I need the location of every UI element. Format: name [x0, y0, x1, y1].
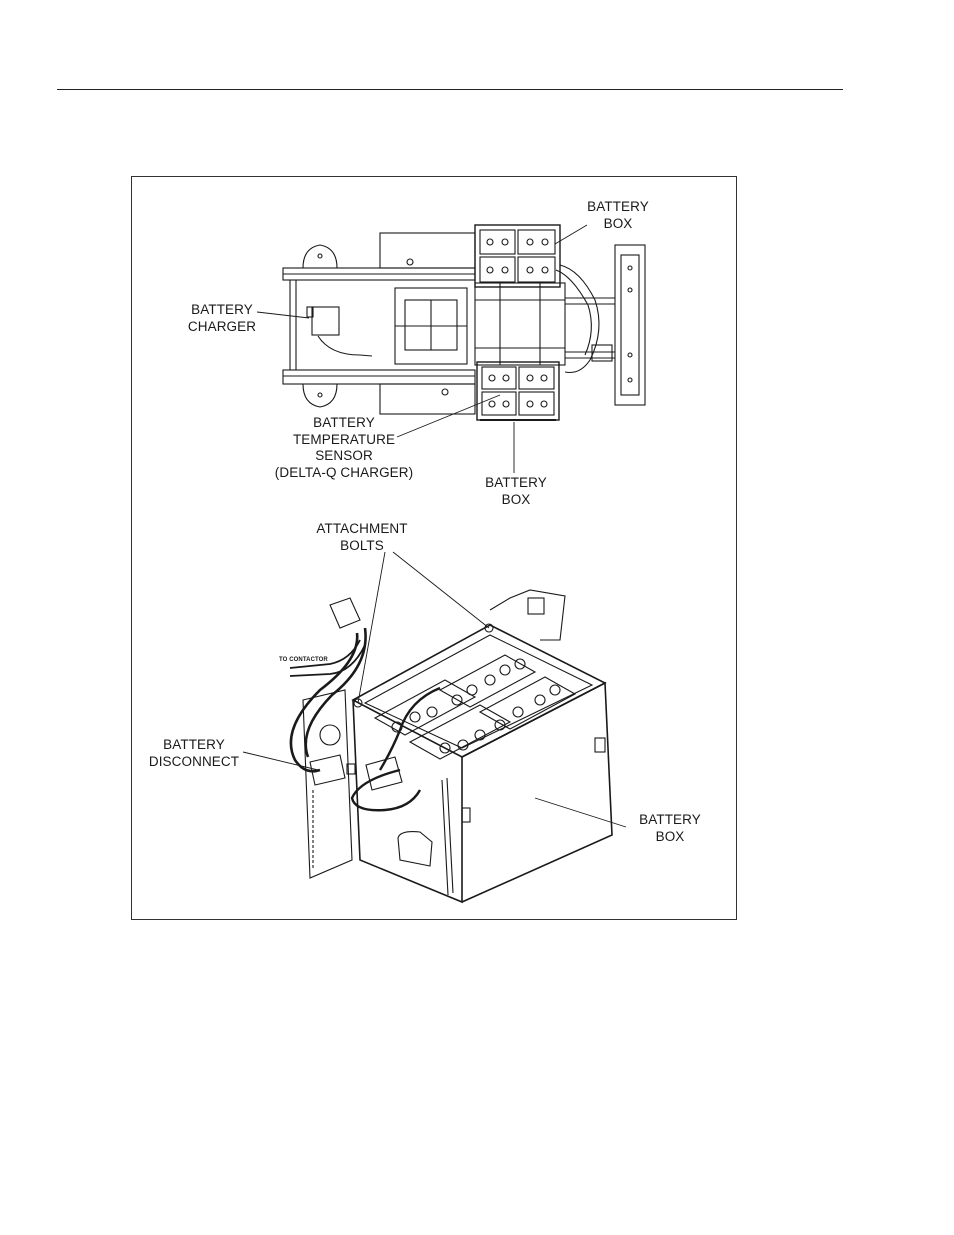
label-detail-battery-box: BATTERY BOX	[632, 812, 708, 845]
label-line: (DELTA-Q CHARGER)	[266, 465, 422, 482]
label-line: BATTERY	[144, 737, 244, 754]
label-line: BATTERY	[180, 302, 264, 319]
label-line: SENSOR	[266, 448, 422, 465]
label-battery-charger: BATTERY CHARGER	[180, 302, 264, 335]
label-line: BOLTS	[306, 538, 418, 555]
label-line: BOX	[632, 829, 708, 846]
label-temperature-sensor: BATTERY TEMPERATURE SENSOR (DELTA-Q CHAR…	[266, 415, 422, 481]
upper-battery-box	[475, 225, 560, 287]
label-bottom-battery-box: BATTERY BOX	[478, 475, 554, 508]
lower-battery-box	[477, 362, 559, 420]
label-line: BATTERY	[266, 415, 422, 432]
label-line: CHARGER	[180, 319, 264, 336]
label-line: ATTACHMENT	[306, 521, 418, 538]
label-to-contactor: TO CONTACTOR	[279, 657, 328, 663]
label-top-battery-box: BATTERY BOX	[580, 199, 656, 232]
label-line: TEMPERATURE	[266, 432, 422, 449]
label-line: BATTERY	[580, 199, 656, 216]
label-attachment-bolts: ATTACHMENT BOLTS	[306, 521, 418, 554]
label-battery-disconnect: BATTERY DISCONNECT	[144, 737, 244, 770]
label-line: BATTERY	[632, 812, 708, 829]
label-line: BATTERY	[478, 475, 554, 492]
label-line: BOX	[580, 216, 656, 233]
label-line: DISCONNECT	[144, 754, 244, 771]
battery-box-detail	[290, 590, 612, 902]
chassis-top-view	[283, 233, 645, 414]
label-line: BOX	[478, 492, 554, 509]
